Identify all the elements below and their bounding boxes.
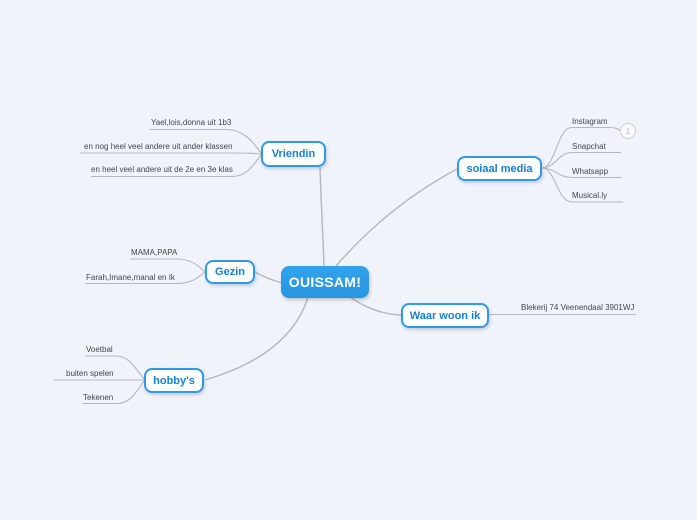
connector-leaf-tekenen xyxy=(82,380,145,405)
connector-leaf-instagram xyxy=(541,126,621,169)
leaf-topic-instagram[interactable]: Instagram xyxy=(572,116,608,126)
connector-root-vriendin xyxy=(319,166,325,268)
connector-leaf-en-nog xyxy=(80,152,262,155)
leaf-topic-buiten-spelen[interactable]: buiten spelen xyxy=(66,369,114,378)
collapsed-count-badge[interactable]: 1 xyxy=(620,123,636,139)
leaf-topic-en-nog[interactable]: en nog heel veel andere uit ander klasse… xyxy=(84,141,233,151)
leaf-topic-whatsapp[interactable]: Whatsapp xyxy=(572,166,609,176)
leaf-topic-yael[interactable]: Yael,lois,donna uit 1b3 xyxy=(151,118,232,127)
leaf-topic-blekerij[interactable]: Blekerij 74 Veenendaal 3901WJ xyxy=(521,303,635,312)
connector-leaf-yael xyxy=(150,128,262,154)
leaf-topic-snapchat[interactable]: Snapchat xyxy=(572,141,606,151)
topic-node-gezin[interactable]: Gezin xyxy=(205,260,255,284)
topic-node-hobbys[interactable]: hobby's xyxy=(144,368,204,393)
connector-leaf-farah xyxy=(85,271,206,285)
connector-leaf-whatsapp xyxy=(541,167,622,179)
connector-root-gezin xyxy=(254,271,283,284)
connector-root-waar-woon-ik xyxy=(349,296,402,316)
leaf-topic-voetbal[interactable]: Voetbal xyxy=(86,345,113,354)
topic-node-vriendin[interactable]: Vriendin xyxy=(261,141,326,167)
topic-node-soiaal-media[interactable]: soiaal media xyxy=(457,156,542,181)
connector-leaf-en-heel xyxy=(91,154,262,178)
leaf-topic-mama-papa[interactable]: MAMA,PAPA xyxy=(131,248,178,257)
leaf-topic-tekenen[interactable]: Tekenen xyxy=(83,392,114,402)
connector-leaf-musically xyxy=(541,167,623,203)
leaf-topic-musically[interactable]: Musical.ly xyxy=(572,191,608,200)
connector-leaf-mama-papa xyxy=(130,258,206,273)
connector-root-soiaal-media xyxy=(335,168,458,267)
connector-leaf-snapchat xyxy=(541,151,621,169)
leaf-topic-farah[interactable]: Farah,Imane,manal en Ik xyxy=(86,272,175,282)
root-node-ouissam[interactable]: OUISSAM! xyxy=(281,266,369,298)
connector-leaf-voetbal xyxy=(85,355,145,380)
connector-root-hobbys xyxy=(204,296,309,381)
topic-node-waar-woon-ik[interactable]: Waar woon ik xyxy=(401,303,489,328)
leaf-topic-en-heel[interactable]: en heel veel andere uit de 2e en 3e klas xyxy=(91,165,233,174)
